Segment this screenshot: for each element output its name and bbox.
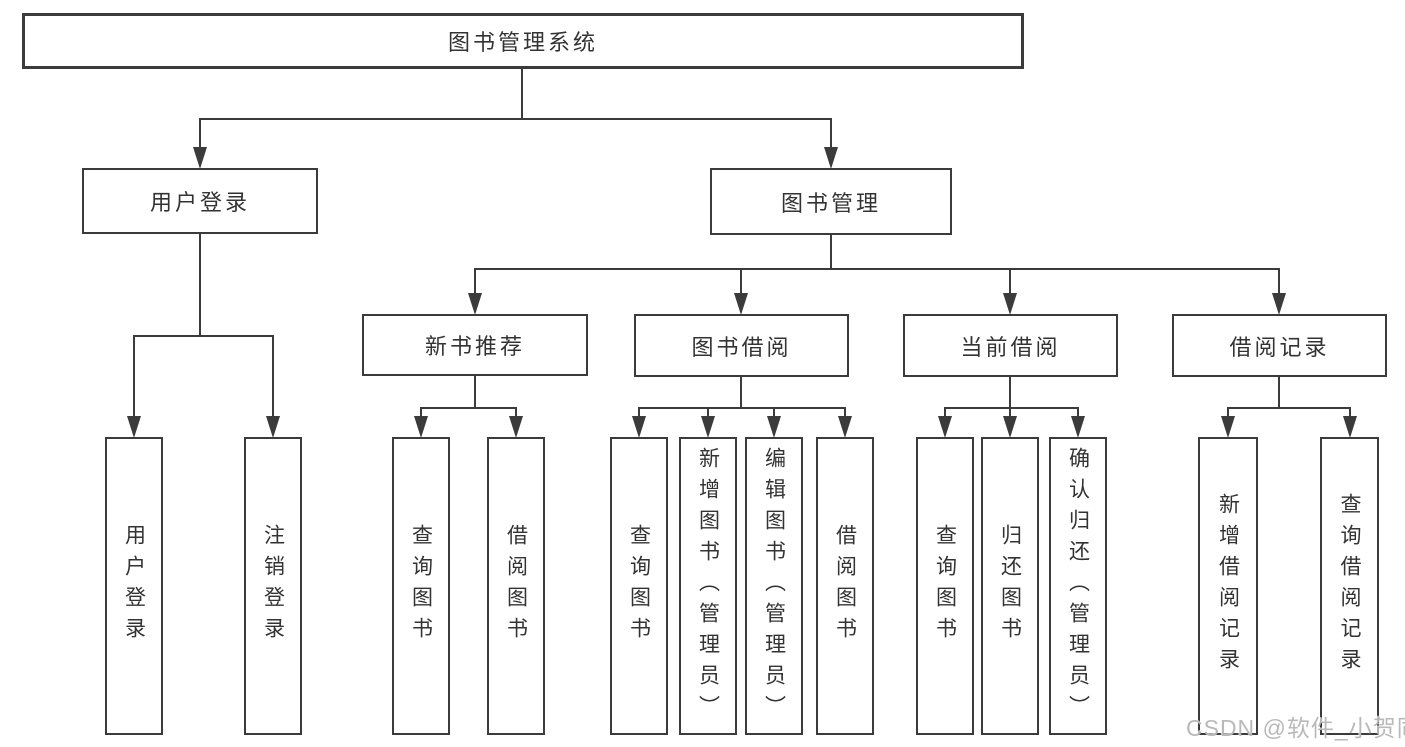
csdn-watermark: CSDN @软件_小贺同学 xyxy=(1186,715,1405,741)
connector-arrowhead xyxy=(632,416,646,438)
connector-arrowhead xyxy=(938,416,952,438)
connector-line-vertical xyxy=(1278,377,1280,409)
node-borrow-records: 借阅记录 xyxy=(1172,314,1387,377)
connector-line-vertical xyxy=(272,335,274,419)
leaf-user-login: 用户登录 xyxy=(105,437,163,735)
connector-arrowhead xyxy=(266,416,280,438)
leaf-return-books: 归还图书 xyxy=(981,437,1039,735)
connector-line-horizontal xyxy=(1227,407,1351,409)
node-current-borrow: 当前借阅 xyxy=(903,314,1118,377)
connector-line-vertical xyxy=(515,407,517,419)
node-new-book-recommend: 新书推荐 xyxy=(362,314,588,376)
connector-line-vertical xyxy=(133,335,135,419)
connector-line-vertical xyxy=(773,407,775,419)
leaf-borrow-books: 借阅图书 xyxy=(816,437,874,735)
connector-line-vertical xyxy=(944,407,946,419)
connector-line-vertical xyxy=(1009,377,1011,409)
connector-arrowhead xyxy=(734,293,748,315)
connector-line-vertical xyxy=(420,407,422,419)
leaf-query-borrow-record: 查询借阅记录 xyxy=(1320,437,1379,735)
connector-arrowhead xyxy=(1221,416,1235,438)
connector-arrowhead xyxy=(701,416,715,438)
connector-arrowhead xyxy=(838,416,852,438)
node-library-management-system: 图书管理系统 xyxy=(22,13,1024,69)
connector-line-vertical xyxy=(1278,268,1280,296)
connector-line-vertical xyxy=(199,118,201,150)
connector-line-horizontal xyxy=(638,407,846,409)
connector-arrowhead xyxy=(509,416,523,438)
connector-line-vertical xyxy=(1349,407,1351,419)
leaf-add-books-admin: 新增图书（管理员） xyxy=(679,437,737,735)
connector-line-vertical xyxy=(474,268,476,296)
leaf-confirm-return-admin: 确认归还（管理员） xyxy=(1049,437,1107,735)
connector-arrowhead xyxy=(1003,293,1017,315)
leaf-edit-books-admin: 编辑图书（管理员） xyxy=(745,437,803,735)
connector-arrowhead xyxy=(1071,416,1085,438)
connector-line-horizontal xyxy=(944,407,1079,409)
connector-line-vertical xyxy=(474,376,476,409)
connector-line-vertical xyxy=(830,235,832,270)
connector-arrowhead xyxy=(824,147,838,169)
connector-arrowhead xyxy=(468,293,482,315)
connector-line-vertical xyxy=(1009,407,1011,419)
connector-arrowhead xyxy=(1003,416,1017,438)
connector-arrowhead xyxy=(414,416,428,438)
connector-line-vertical xyxy=(740,268,742,296)
connector-line-vertical xyxy=(707,407,709,419)
connector-line-vertical xyxy=(1009,268,1011,296)
connector-line-vertical xyxy=(199,234,201,337)
connector-arrowhead xyxy=(767,416,781,438)
node-book-management: 图书管理 xyxy=(710,168,952,235)
connector-arrowhead xyxy=(1272,293,1286,315)
connector-line-horizontal xyxy=(420,407,517,409)
connector-arrowhead xyxy=(1343,416,1357,438)
connector-line-vertical xyxy=(638,407,640,419)
leaf-borrow-books-recommend: 借阅图书 xyxy=(487,437,545,735)
connector-line-horizontal xyxy=(133,335,274,337)
connector-line-vertical xyxy=(1227,407,1229,419)
connector-line-horizontal xyxy=(474,268,1280,270)
connector-arrowhead xyxy=(193,147,207,169)
leaf-logout: 注销登录 xyxy=(244,437,302,735)
leaf-add-borrow-record: 新增借阅记录 xyxy=(1198,437,1258,735)
node-book-borrow: 图书借阅 xyxy=(634,314,849,377)
connector-line-vertical xyxy=(830,118,832,150)
connector-arrowhead xyxy=(127,416,141,438)
leaf-query-books-current: 查询图书 xyxy=(916,437,974,735)
leaf-query-books-recommend: 查询图书 xyxy=(392,437,450,735)
connector-line-vertical xyxy=(1077,407,1079,419)
leaf-query-books-borrow: 查询图书 xyxy=(610,437,668,735)
node-user-login: 用户登录 xyxy=(82,168,318,234)
connector-line-horizontal xyxy=(199,118,832,120)
connector-line-vertical xyxy=(844,407,846,419)
connector-line-vertical xyxy=(740,377,742,409)
connector-line-vertical xyxy=(521,69,523,120)
